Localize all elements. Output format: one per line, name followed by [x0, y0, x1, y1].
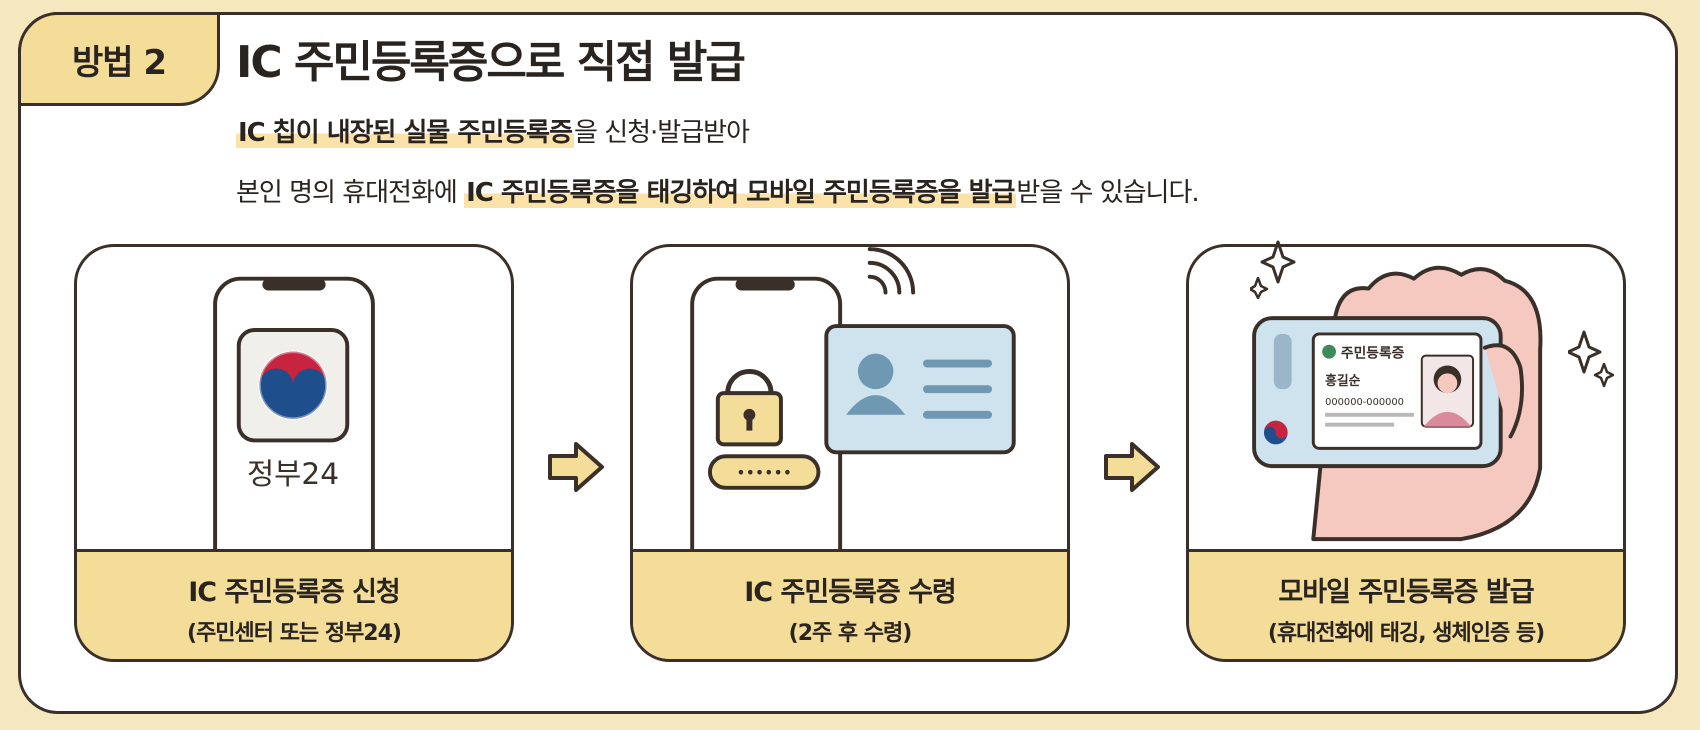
description-line-1: IC 칩이 내장된 실물 주민등록증을 신청·발급받아 [236, 112, 749, 149]
gov24-app-icon: 정부24 [77, 247, 511, 555]
nfc-card-lock-icon: •••••• [633, 247, 1067, 555]
page-title: IC 주민등록증으로 직접 발급 [236, 26, 744, 90]
step-title-1: IC 주민등록증 신청 [77, 570, 511, 609]
card-title: 주민등록증 [1341, 345, 1405, 362]
method-badge-label: 방법 2 [72, 35, 166, 84]
description-prefix-2: 본인 명의 휴대전화에 [236, 178, 464, 208]
step-card-3: 주민등록증 홍길순 000000-000000 모바일 주민등록증 발급 (휴대… [1186, 244, 1626, 662]
method-badge: 방법 2 [18, 12, 220, 106]
step-caption-2: IC 주민등록증 수령 (2주 후 수령) [633, 549, 1067, 659]
description-line-2: 본인 명의 휴대전화에 IC 주민등록증을 태깅하여 모바일 주민등록증을 발급… [236, 172, 1199, 209]
description-suffix-2: 받을 수 있습니다. [1016, 178, 1198, 208]
card-number: 000000-000000 [1325, 397, 1404, 408]
step-subtitle-2: (2주 후 수령) [633, 615, 1067, 647]
step-caption-1: IC 주민등록증 신청 (주민센터 또는 정부24) [77, 549, 511, 659]
pin-mask: •••••• [736, 463, 792, 482]
step-caption-3: 모바일 주민등록증 발급 (휴대전화에 태깅, 생체인증 등) [1189, 549, 1623, 659]
description-highlight-2: IC 주민등록증을 태깅하여 모바일 주민등록증을 발급 [464, 178, 1016, 208]
description-highlight-1: IC 칩이 내장된 실물 주민등록증 [236, 118, 574, 148]
arrow-right-icon [1102, 440, 1162, 494]
app-label: 정부24 [247, 457, 339, 491]
step-subtitle-1: (주민센터 또는 정부24) [77, 615, 511, 647]
step-card-2: •••••• IC 주민등록증 수령 (2주 후 수령) [630, 244, 1070, 662]
sparkle-icon [1250, 240, 1296, 300]
step-title-3: 모바일 주민등록증 발급 [1189, 570, 1623, 609]
card-name: 홍길순 [1325, 373, 1361, 389]
step-card-1: 정부24 IC 주민등록증 신청 (주민센터 또는 정부24) [74, 244, 514, 662]
step-subtitle-3: (휴대전화에 태깅, 생체인증 등) [1189, 615, 1623, 647]
sparkle-icon [1568, 330, 1614, 390]
arrow-right-icon [546, 440, 606, 494]
description-text-1: 을 신청·발급받아 [574, 118, 749, 148]
step-title-2: IC 주민등록증 수령 [633, 570, 1067, 609]
